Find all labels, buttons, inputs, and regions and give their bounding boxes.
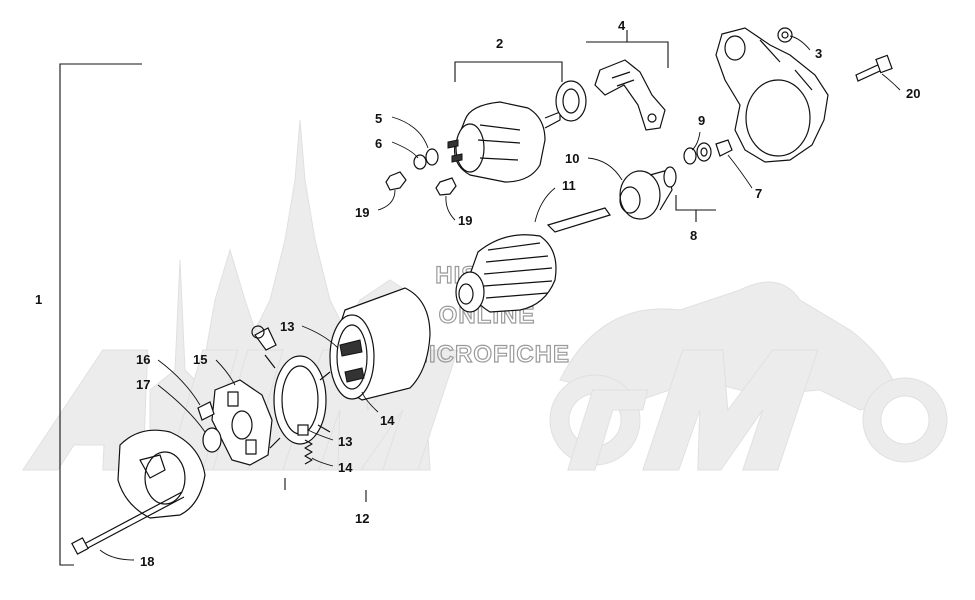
front-housing xyxy=(715,27,829,163)
callout-11: 11 xyxy=(562,178,576,193)
end-cover xyxy=(117,429,206,519)
watermark-wheel-front-hub xyxy=(880,395,930,445)
bracket-2 xyxy=(454,61,563,82)
callout-12: 12 xyxy=(355,511,369,526)
callout-2: 2 xyxy=(496,36,503,51)
callout-19b: 19 xyxy=(458,213,472,228)
callout-5: 5 xyxy=(375,111,382,126)
callout-10: 10 xyxy=(565,151,579,166)
callout-15: 15 xyxy=(193,352,207,367)
callout-17: 17 xyxy=(136,377,150,392)
callout-18: 18 xyxy=(140,554,154,569)
brackets xyxy=(59,30,716,566)
washers-9-7 xyxy=(683,139,733,165)
yoke xyxy=(329,287,431,401)
callout-6: 6 xyxy=(375,136,382,151)
pinion-clutch xyxy=(619,166,677,220)
callout-1: 1 xyxy=(35,292,42,307)
through-bolt xyxy=(71,491,185,555)
callout-19a: 19 xyxy=(355,205,369,220)
bracket-4 xyxy=(586,30,669,68)
bracket-12 xyxy=(284,478,367,502)
callout-7: 7 xyxy=(755,186,762,201)
shift-lever xyxy=(594,59,666,131)
callout-8: 8 xyxy=(690,228,697,243)
bracket-1 xyxy=(59,63,142,566)
bolt-20 xyxy=(855,54,893,82)
callout-4: 4 xyxy=(618,18,626,33)
brush-holder xyxy=(251,325,331,449)
callout-9: 9 xyxy=(698,113,705,128)
callout-20: 20 xyxy=(906,86,920,101)
solenoid xyxy=(447,80,587,183)
callout-14b: 14 xyxy=(338,460,353,475)
leader-lines xyxy=(99,35,901,561)
callout-3: 3 xyxy=(815,46,822,61)
callouts: 1 2 3 4 5 6 7 8 9 10 11 12 13 13 14 14 1… xyxy=(35,18,920,569)
parts xyxy=(71,27,893,555)
armature xyxy=(455,207,611,313)
bracket-8 xyxy=(675,195,716,222)
brush-parts-16-17 xyxy=(197,401,222,453)
callout-13b: 13 xyxy=(338,434,352,449)
nuts-washers xyxy=(385,148,457,196)
callout-16: 16 xyxy=(136,352,150,367)
callout-14a: 14 xyxy=(380,413,395,428)
callout-13a: 13 xyxy=(280,319,294,334)
watermark-line-3: MICROFICHE xyxy=(408,341,570,368)
